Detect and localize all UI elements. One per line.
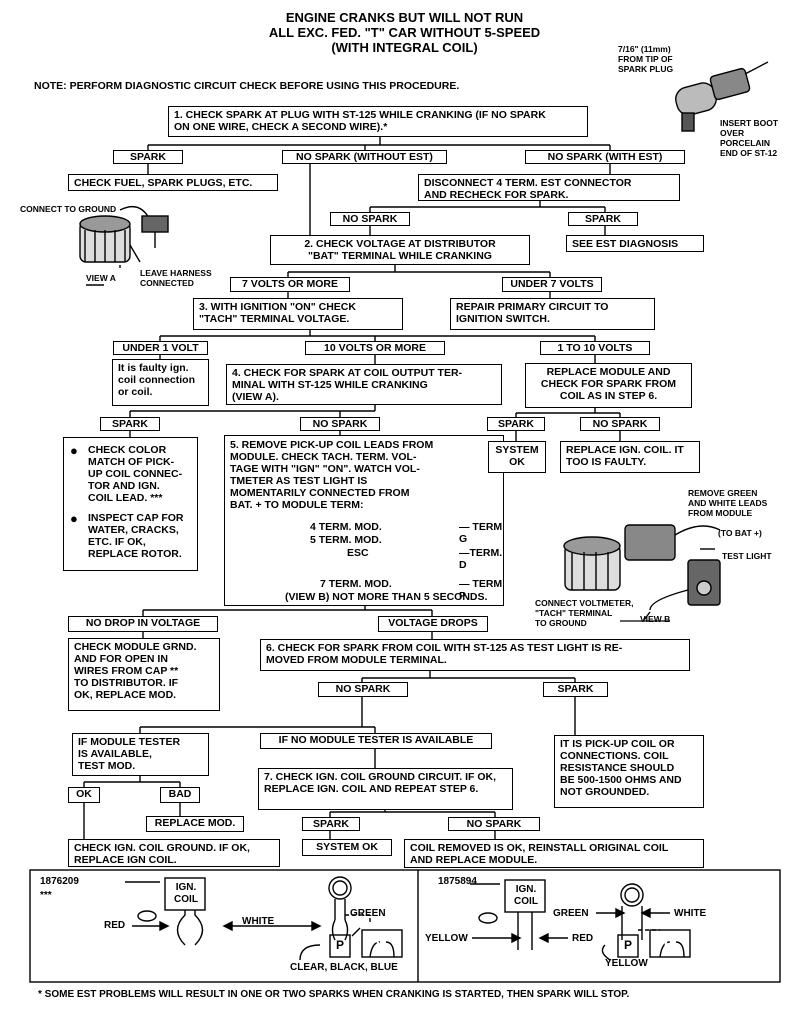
- white-label-right: WHITE: [674, 908, 707, 919]
- spark-step4: SPARK: [100, 417, 160, 431]
- replace-mod-box: REPLACE MOD.: [146, 816, 244, 832]
- step5-box: 5. REMOVE PICK-UP COIL LEADS FROM MODULE…: [224, 435, 504, 606]
- spark-branch-1: SPARK: [113, 150, 183, 164]
- no-drop-in-voltage: NO DROP IN VOLTAGE: [68, 616, 218, 632]
- nospark-step4: NO SPARK: [300, 417, 380, 431]
- part-number-right: 1875894: [438, 876, 477, 887]
- spark-tester-illustration: [675, 61, 769, 132]
- green-label-left: GREEN: [350, 908, 386, 919]
- if-no-tester-box: IF NO MODULE TESTER IS AVAILABLE: [260, 733, 492, 749]
- v1-to-10: 1 TO 10 VOLTS: [540, 341, 650, 355]
- view-b-illustration: [563, 524, 721, 621]
- pickup-coil-box: IT IS PICK-UP COIL OR CONNECTIONS. COIL …: [554, 735, 704, 808]
- faulty-coil-box: It is faulty ign. coil connection or coi…: [112, 359, 209, 406]
- view-a-illustration: [79, 206, 169, 286]
- insert-boot-label: INSERT BOOT OVER PORCELAIN END OF ST-12: [720, 118, 779, 158]
- nospark-step7: NO SPARK: [448, 817, 540, 831]
- check-color-box: CHECK COLOR MATCH OF PICK- UP COIL CONNE…: [63, 437, 198, 571]
- step6-box: 6. CHECK FOR SPARK FROM COIL WITH ST-125…: [260, 639, 690, 671]
- under-1-volt: UNDER 1 VOLT: [113, 341, 208, 355]
- nospark-est-branch: NO SPARK: [330, 212, 410, 226]
- yellow-label-right: YELLOW: [425, 933, 468, 944]
- repair-primary-box: REPAIR PRIMARY CIRCUIT TO IGNITION SWITC…: [450, 298, 655, 330]
- plug-distance-label: 7/16" (11mm) FROM TIP OF SPARK PLUG: [618, 44, 674, 74]
- v7-or-more: 7 VOLTS OR MORE: [230, 277, 350, 292]
- coil-removed-box: COIL REMOVED IS OK, REINSTALL ORIGINAL C…: [404, 839, 704, 868]
- connector-diagram-right: [470, 879, 691, 961]
- step3-box: 3. WITH IGNITION "ON" CHECK "TACH" TERMI…: [193, 298, 403, 330]
- replace-coil-box: REPLACE IGN. COIL. IT TOO IS FAULTY.: [560, 441, 700, 473]
- step5-text: 5. REMOVE PICK-UP COIL LEADS FROM MODULE…: [230, 439, 434, 511]
- see-est-diagnosis: SEE EST DIAGNOSIS: [566, 235, 704, 252]
- step5-7term: 7 TERM. MOD.: [320, 578, 392, 590]
- ign-coil-left: IGN. COIL: [174, 882, 198, 905]
- bad-branch: BAD: [160, 787, 200, 803]
- p-label-right: P: [624, 938, 633, 952]
- view-a-ground-label: CONNECT TO GROUND: [20, 204, 117, 214]
- ign-coil-right: IGN. COIL: [514, 884, 538, 907]
- system-ok-2: SYSTEM OK: [302, 839, 392, 856]
- connector-diagram-left: [125, 876, 403, 961]
- replace-module-box: REPLACE MODULE AND CHECK FOR SPARK FROM …: [525, 363, 692, 408]
- v10-or-more: 10 VOLTS OR MORE: [305, 341, 445, 355]
- p-label-left: P: [336, 938, 345, 952]
- step5-end: (VIEW B) NOT MORE THAN 5 SECONDS.: [285, 591, 488, 603]
- n-label-right: N: [664, 940, 672, 952]
- system-ok-1: SYSTEM OK: [488, 441, 546, 473]
- yellow2-label-right: YELLOW: [605, 958, 648, 969]
- spark-right: SPARK: [487, 417, 545, 431]
- step5-5term: 5 TERM. MOD.: [310, 534, 382, 546]
- bullet-icon: ●: [70, 443, 78, 458]
- part-number-left: 1876209: [40, 876, 79, 887]
- check-coil-ground-box: CHECK IGN. COIL GROUND. IF OK, REPLACE I…: [68, 839, 280, 867]
- red-label-right: RED: [572, 933, 594, 944]
- step4-box: 4. CHECK FOR SPARK AT COIL OUTPUT TER- M…: [226, 364, 502, 405]
- nospark-step6: NO SPARK: [318, 682, 408, 697]
- red-label-left: RED: [104, 920, 126, 931]
- white-label-left: WHITE: [242, 916, 275, 927]
- view-b-voltmeter-label: CONNECT VOLTMETER, "TACH" TERMINAL TO GR…: [535, 598, 634, 628]
- view-a-label: VIEW A: [86, 273, 116, 283]
- step5-esc: ESC: [347, 547, 369, 559]
- n-label-left: N: [376, 940, 384, 952]
- note: NOTE: PERFORM DIAGNOSTIC CIRCUIT CHECK B…: [34, 80, 460, 92]
- spark-step7: SPARK: [302, 817, 360, 831]
- step7-box: 7. CHECK IGN. COIL GROUND CIRCUIT. IF OK…: [258, 768, 513, 810]
- voltage-drops: VOLTAGE DROPS: [378, 616, 488, 632]
- bullet-icon: ●: [70, 511, 78, 526]
- spark-est-branch: SPARK: [568, 212, 638, 226]
- check-module-grnd-box: CHECK MODULE GRND. AND FOR OPEN IN WIRES…: [68, 638, 220, 711]
- spark-step6: SPARK: [543, 682, 608, 697]
- view-b-leads-label: REMOVE GREEN AND WHITE LEADS FROM MODULE: [688, 488, 768, 518]
- footnote: * SOME EST PROBLEMS WILL RESULT IN ONE O…: [38, 989, 630, 1000]
- check-color-item-2: INSPECT CAP FOR WATER, CRACKS, ETC. IF O…: [88, 512, 184, 560]
- nospark-without-est: NO SPARK (WITHOUT EST): [282, 150, 447, 164]
- view-a-harness-label: LEAVE HARNESS CONNECTED: [140, 268, 212, 288]
- nospark-right: NO SPARK: [580, 417, 660, 431]
- nospark-with-est: NO SPARK (WITH EST): [525, 150, 685, 164]
- step2-box: 2. CHECK VOLTAGE AT DISTRIBUTOR "BAT" TE…: [270, 235, 530, 265]
- step5-4term: 4 TERM. MOD.: [310, 521, 382, 533]
- check-fuel-box: CHECK FUEL, SPARK PLUGS, ETC.: [68, 174, 278, 191]
- colors-label: CLEAR, BLACK, BLUE: [290, 962, 398, 973]
- disconnect-est-box: DISCONNECT 4 TERM. EST CONNECTOR AND REC…: [418, 174, 680, 201]
- view-b-bat-label: (TO BAT +): [718, 528, 762, 538]
- step5-termd: —TERM. D: [459, 547, 503, 571]
- ok-branch: OK: [68, 787, 100, 803]
- step5-termg: — TERM G: [459, 521, 503, 545]
- part-stars: ***: [40, 890, 52, 901]
- if-tester-box: IF MODULE TESTER IS AVAILABLE, TEST MOD.: [72, 733, 209, 776]
- under-7-volts: UNDER 7 VOLTS: [502, 277, 602, 292]
- page-title: ENGINE CRANKS BUT WILL NOT RUN ALL EXC. …: [268, 10, 541, 55]
- step1-box: 1. CHECK SPARK AT PLUG WITH ST-125 WHILE…: [168, 106, 588, 137]
- view-b-label: VIEW B: [640, 614, 671, 624]
- green-label-right: GREEN: [553, 908, 589, 919]
- step5-termp: — TERM P: [459, 578, 503, 602]
- check-color-item-1: CHECK COLOR MATCH OF PICK- UP COIL CONNE…: [88, 444, 183, 504]
- view-b-testlight-label: TEST LIGHT: [722, 551, 772, 561]
